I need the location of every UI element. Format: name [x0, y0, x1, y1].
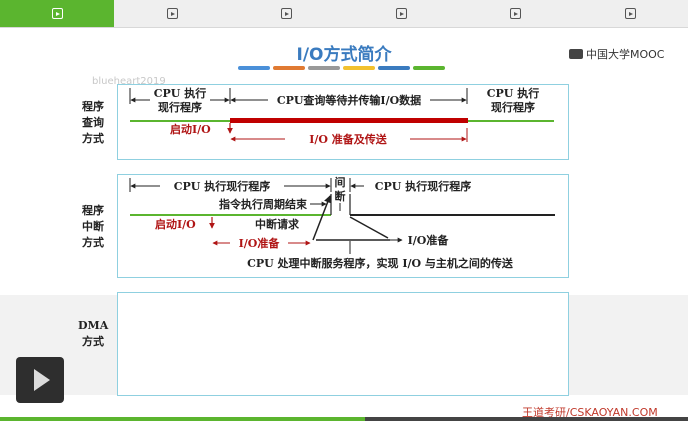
label-dma: DMA 方式	[78, 318, 108, 350]
int-request-arrow	[312, 195, 332, 241]
label-line: 方式	[82, 236, 104, 249]
io-ready-label: I/O准备	[408, 233, 450, 247]
label-line: 程序	[82, 100, 104, 113]
cpu-exec-label: 现行程序	[158, 100, 202, 114]
tab-6[interactable]	[573, 0, 687, 27]
title-stripe	[343, 66, 375, 70]
slide-play-icon	[280, 8, 292, 19]
tab-2[interactable]	[115, 0, 229, 27]
title-stripe	[413, 66, 445, 70]
program-query-box	[117, 84, 569, 160]
gap-label: 间	[335, 176, 346, 189]
slide-title: I/O方式简介	[296, 45, 392, 65]
title-stripe	[238, 66, 270, 70]
io-ready-label: I/O准备	[239, 236, 281, 250]
service-line	[349, 216, 389, 239]
label-program-query: 程序 查询 方式	[78, 99, 108, 147]
title-stripe	[378, 66, 410, 70]
footer-brand: 王道考研/CSKAOYAN.COM	[522, 406, 658, 419]
prepare-label: I/O 准备及传送	[309, 132, 388, 146]
label-interrupt: 程序 中断 方式	[78, 203, 108, 251]
slide-play-icon	[624, 8, 636, 19]
slide-play-icon	[509, 8, 521, 19]
cpu-exec-label: CPU 执行现行程序	[375, 179, 471, 193]
tab-3[interactable]	[229, 0, 343, 27]
title-stripe	[308, 66, 340, 70]
io-busy-bar	[230, 118, 468, 123]
label-line: 程序	[82, 204, 104, 217]
mooc-logo-icon	[569, 49, 583, 59]
play-button[interactable]	[16, 357, 64, 403]
title-stripe	[273, 66, 305, 70]
gap-label: 断	[335, 189, 346, 203]
label-line: 查询	[82, 116, 104, 129]
tab-5[interactable]	[458, 0, 572, 27]
slide-play-icon	[166, 8, 178, 19]
slide-tab-strip	[0, 0, 688, 28]
start-io-label: 启动I/O	[170, 122, 211, 136]
int-request-label: 中断请求	[255, 217, 300, 231]
mooc-logo-text: 中国大学MOOC	[586, 48, 665, 61]
cpu-exec-label: CPU 执行	[487, 86, 539, 100]
mooc-logo: 中国大学MOOC	[569, 46, 665, 62]
start-io-label: 启动I/O	[155, 217, 196, 231]
label-line: 方式	[82, 335, 104, 348]
label-line: 方式	[82, 132, 104, 145]
cpu-exec-label: 现行程序	[491, 100, 535, 114]
watermark: blueheart2019	[92, 76, 166, 87]
end-cycle-label: 指令执行周期结束	[219, 197, 308, 211]
video-progress-fill	[0, 417, 365, 421]
program-query-diagram: CPU 执行 现行程序 CPU查询等待并传输I/O数据 CPU 执行 现行程序 …	[129, 86, 554, 146]
play-icon	[34, 369, 50, 391]
interrupt-diagram: CPU 执行现行程序 间 断 CPU 执行现行程序 指令执行周期结束 中断请求 …	[129, 176, 555, 270]
cpu-wait-label: CPU查询等待并传输I/O数据	[277, 93, 421, 107]
slide-play-icon	[51, 8, 63, 19]
label-line: 中断	[82, 220, 104, 233]
tab-1[interactable]	[0, 0, 114, 27]
service-label: CPU 处理中断服务程序，实现 I/O 与主机之间的传送	[247, 256, 514, 270]
cpu-exec-label: CPU 执行现行程序	[174, 179, 270, 193]
label-line: DMA	[78, 319, 109, 332]
tab-4[interactable]	[344, 0, 458, 27]
interrupt-box	[117, 174, 569, 278]
cpu-exec-label: CPU 执行	[154, 86, 206, 100]
dma-box	[117, 292, 569, 396]
slide-play-icon	[395, 8, 407, 19]
